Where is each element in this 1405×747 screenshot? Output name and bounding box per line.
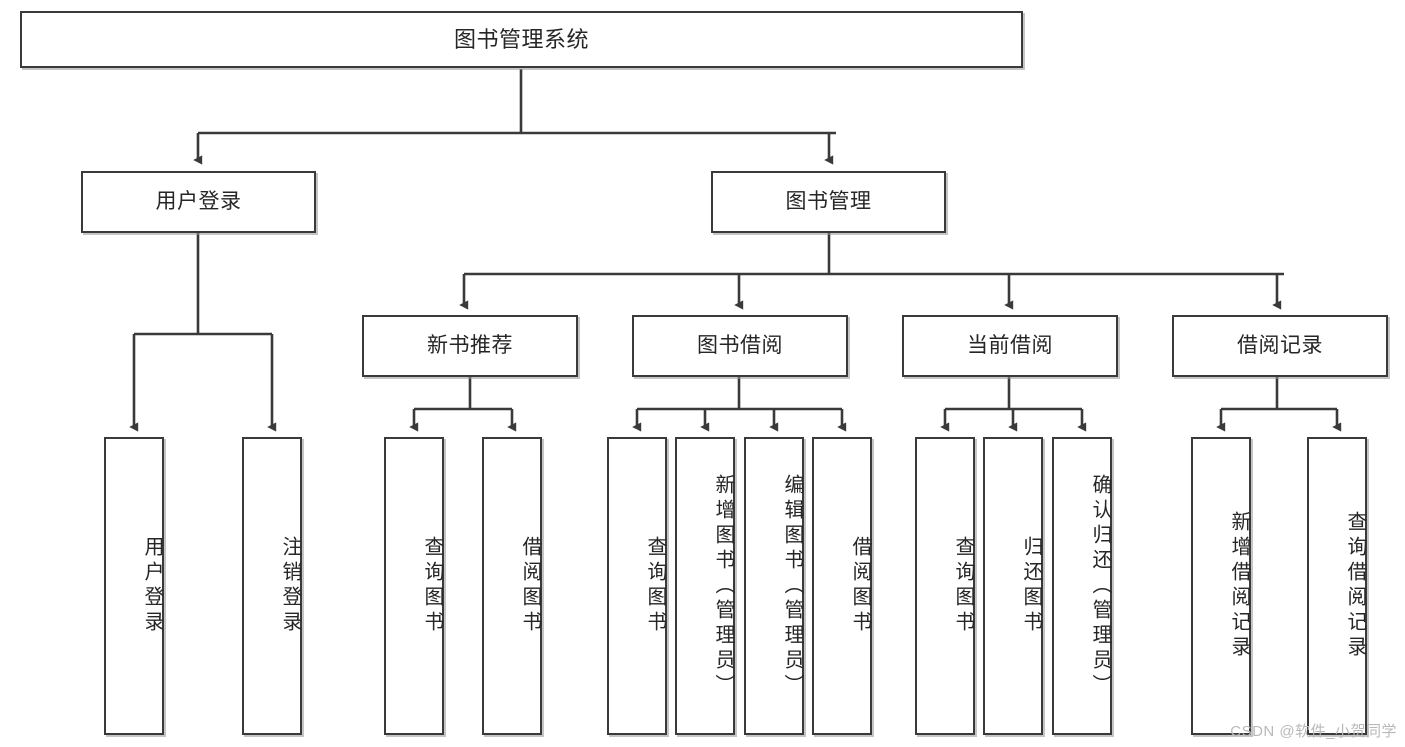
watermark-text: CSDN @软件_小贺同学 bbox=[1230, 723, 1397, 740]
leaf-current-borrow-query[interactable]: 查询图书 bbox=[915, 437, 975, 735]
node-label: 图书管理 bbox=[785, 189, 872, 213]
leaf-user-login-signin[interactable]: 用户登录 bbox=[104, 437, 164, 735]
node-current-borrow[interactable]: 当前借阅 bbox=[902, 315, 1118, 377]
node-label: 注销登录 bbox=[279, 536, 301, 636]
node-label: 查询图书 bbox=[952, 536, 974, 636]
node-label: 借阅图书 bbox=[849, 536, 871, 636]
node-label: 新增借阅记录 bbox=[1228, 511, 1250, 661]
node-book-management[interactable]: 图书管理 bbox=[711, 171, 946, 233]
leaf-new-book-borrow[interactable]: 借阅图书 bbox=[482, 437, 542, 735]
leaf-book-borrow-add[interactable]: 新增图书（管理员） bbox=[675, 437, 735, 735]
node-label: 图书借阅 bbox=[697, 333, 783, 357]
leaf-book-borrow-edit[interactable]: 编辑图书（管理员） bbox=[744, 437, 804, 735]
leaf-book-borrow-query[interactable]: 查询图书 bbox=[607, 437, 667, 735]
node-user-login[interactable]: 用户登录 bbox=[81, 171, 316, 233]
node-label: 查询图书 bbox=[644, 536, 666, 636]
node-new-book-recommend[interactable]: 新书推荐 bbox=[362, 315, 578, 377]
node-label: 确认归还（管理员） bbox=[1089, 473, 1111, 699]
node-label: 用户登录 bbox=[155, 189, 242, 213]
node-label: 当前借阅 bbox=[967, 333, 1053, 357]
node-label: 图书管理系统 bbox=[453, 26, 589, 52]
node-label: 用户登录 bbox=[141, 536, 163, 636]
leaf-borrow-records-query[interactable]: 查询借阅记录 bbox=[1307, 437, 1367, 735]
node-label: 新书推荐 bbox=[427, 333, 513, 357]
leaf-user-login-signout[interactable]: 注销登录 bbox=[242, 437, 302, 735]
node-label: 借阅记录 bbox=[1237, 333, 1323, 357]
node-book-borrow[interactable]: 图书借阅 bbox=[632, 315, 848, 377]
node-label: 编辑图书（管理员） bbox=[781, 473, 803, 699]
node-root-system[interactable]: 图书管理系统 bbox=[20, 11, 1023, 68]
node-label: 归还图书 bbox=[1020, 536, 1042, 636]
node-label: 查询借阅记录 bbox=[1344, 511, 1366, 661]
leaf-current-borrow-confirm-return[interactable]: 确认归还（管理员） bbox=[1052, 437, 1112, 735]
leaf-book-borrow-borrow[interactable]: 借阅图书 bbox=[812, 437, 872, 735]
leaf-current-borrow-return[interactable]: 归还图书 bbox=[983, 437, 1043, 735]
node-label: 借阅图书 bbox=[519, 536, 541, 636]
node-label: 查询图书 bbox=[421, 536, 443, 636]
node-borrow-records[interactable]: 借阅记录 bbox=[1172, 315, 1388, 377]
leaf-new-book-query[interactable]: 查询图书 bbox=[384, 437, 444, 735]
leaf-borrow-records-add[interactable]: 新增借阅记录 bbox=[1191, 437, 1251, 735]
node-label: 新增图书（管理员） bbox=[712, 473, 734, 699]
